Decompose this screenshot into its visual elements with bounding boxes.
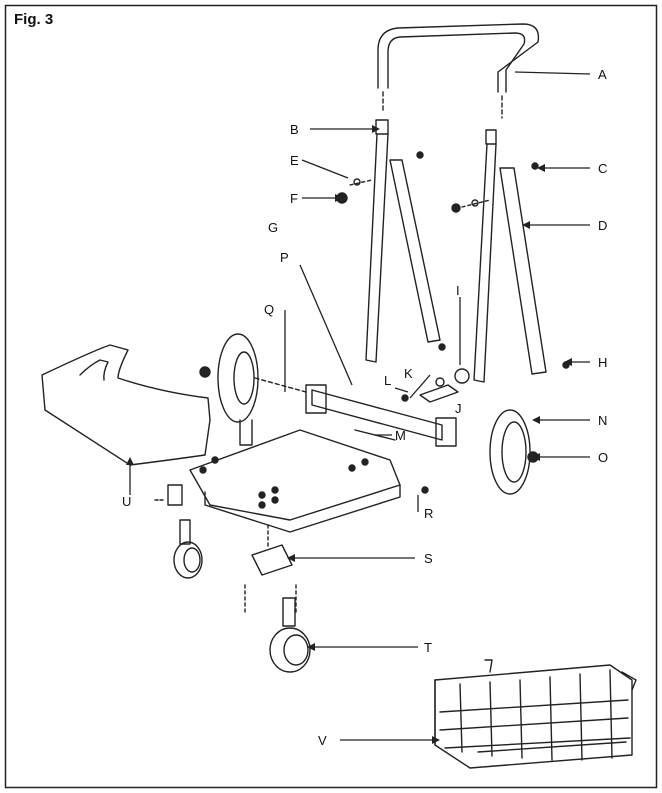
left-brace (389, 159, 441, 343)
label-i: I (456, 283, 460, 298)
label-a: A (598, 67, 607, 82)
label-k: K (404, 366, 413, 381)
figure-title: Fig. 3 (14, 11, 54, 28)
left-caster (154, 484, 203, 579)
center-bracket (401, 368, 470, 403)
label-j: J (455, 401, 462, 416)
label-c: C (598, 161, 607, 176)
label-f: F (290, 191, 298, 206)
hardware-bolts (336, 151, 570, 369)
label-t: T (424, 640, 432, 655)
label-h: H (598, 355, 607, 370)
caster-wheel-part-t (244, 584, 311, 673)
handle-part-a (377, 23, 540, 119)
left-wheel (199, 333, 307, 446)
label-n: N (598, 413, 607, 428)
leader-arrowheads (126, 125, 572, 744)
right-upright (473, 129, 497, 383)
label-u: U (122, 494, 131, 509)
label-m: M (395, 428, 406, 443)
right-brace-part-d (499, 167, 547, 375)
leader-lines (129, 71, 591, 741)
label-v: V (318, 733, 327, 748)
left-upright-part-b (365, 119, 389, 363)
label-o: O (598, 450, 608, 465)
label-s: S (424, 551, 433, 566)
right-wheel-part-n (489, 409, 539, 495)
tray-part-u (41, 344, 211, 466)
label-e: E (290, 153, 299, 168)
base-hardware (199, 456, 429, 509)
label-l: L (384, 373, 391, 388)
label-d: D (598, 218, 607, 233)
caster-plate-part-s (251, 524, 293, 576)
label-b: B (290, 122, 299, 137)
base-frame-part-r (189, 429, 401, 533)
axle-bar-part-p (305, 384, 457, 447)
label-g: G (268, 220, 278, 235)
border (4, 4, 658, 789)
wire-basket-part-v (434, 659, 637, 769)
label-r: R (424, 506, 433, 521)
label-q: Q (264, 302, 274, 317)
label-p: P (280, 250, 289, 265)
